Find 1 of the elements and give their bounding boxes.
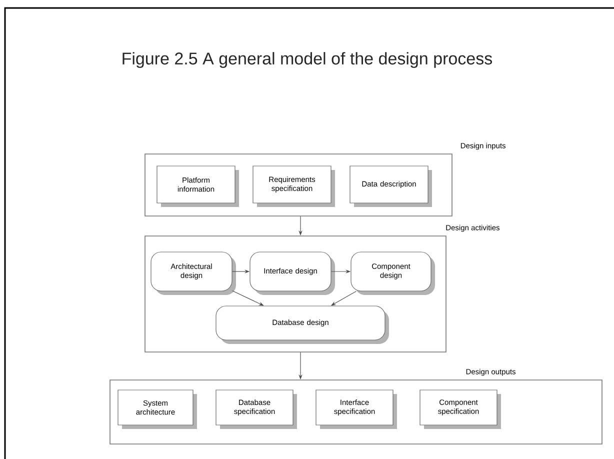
title: Figure 2.5 A general model of the design process [122,52,492,68]
